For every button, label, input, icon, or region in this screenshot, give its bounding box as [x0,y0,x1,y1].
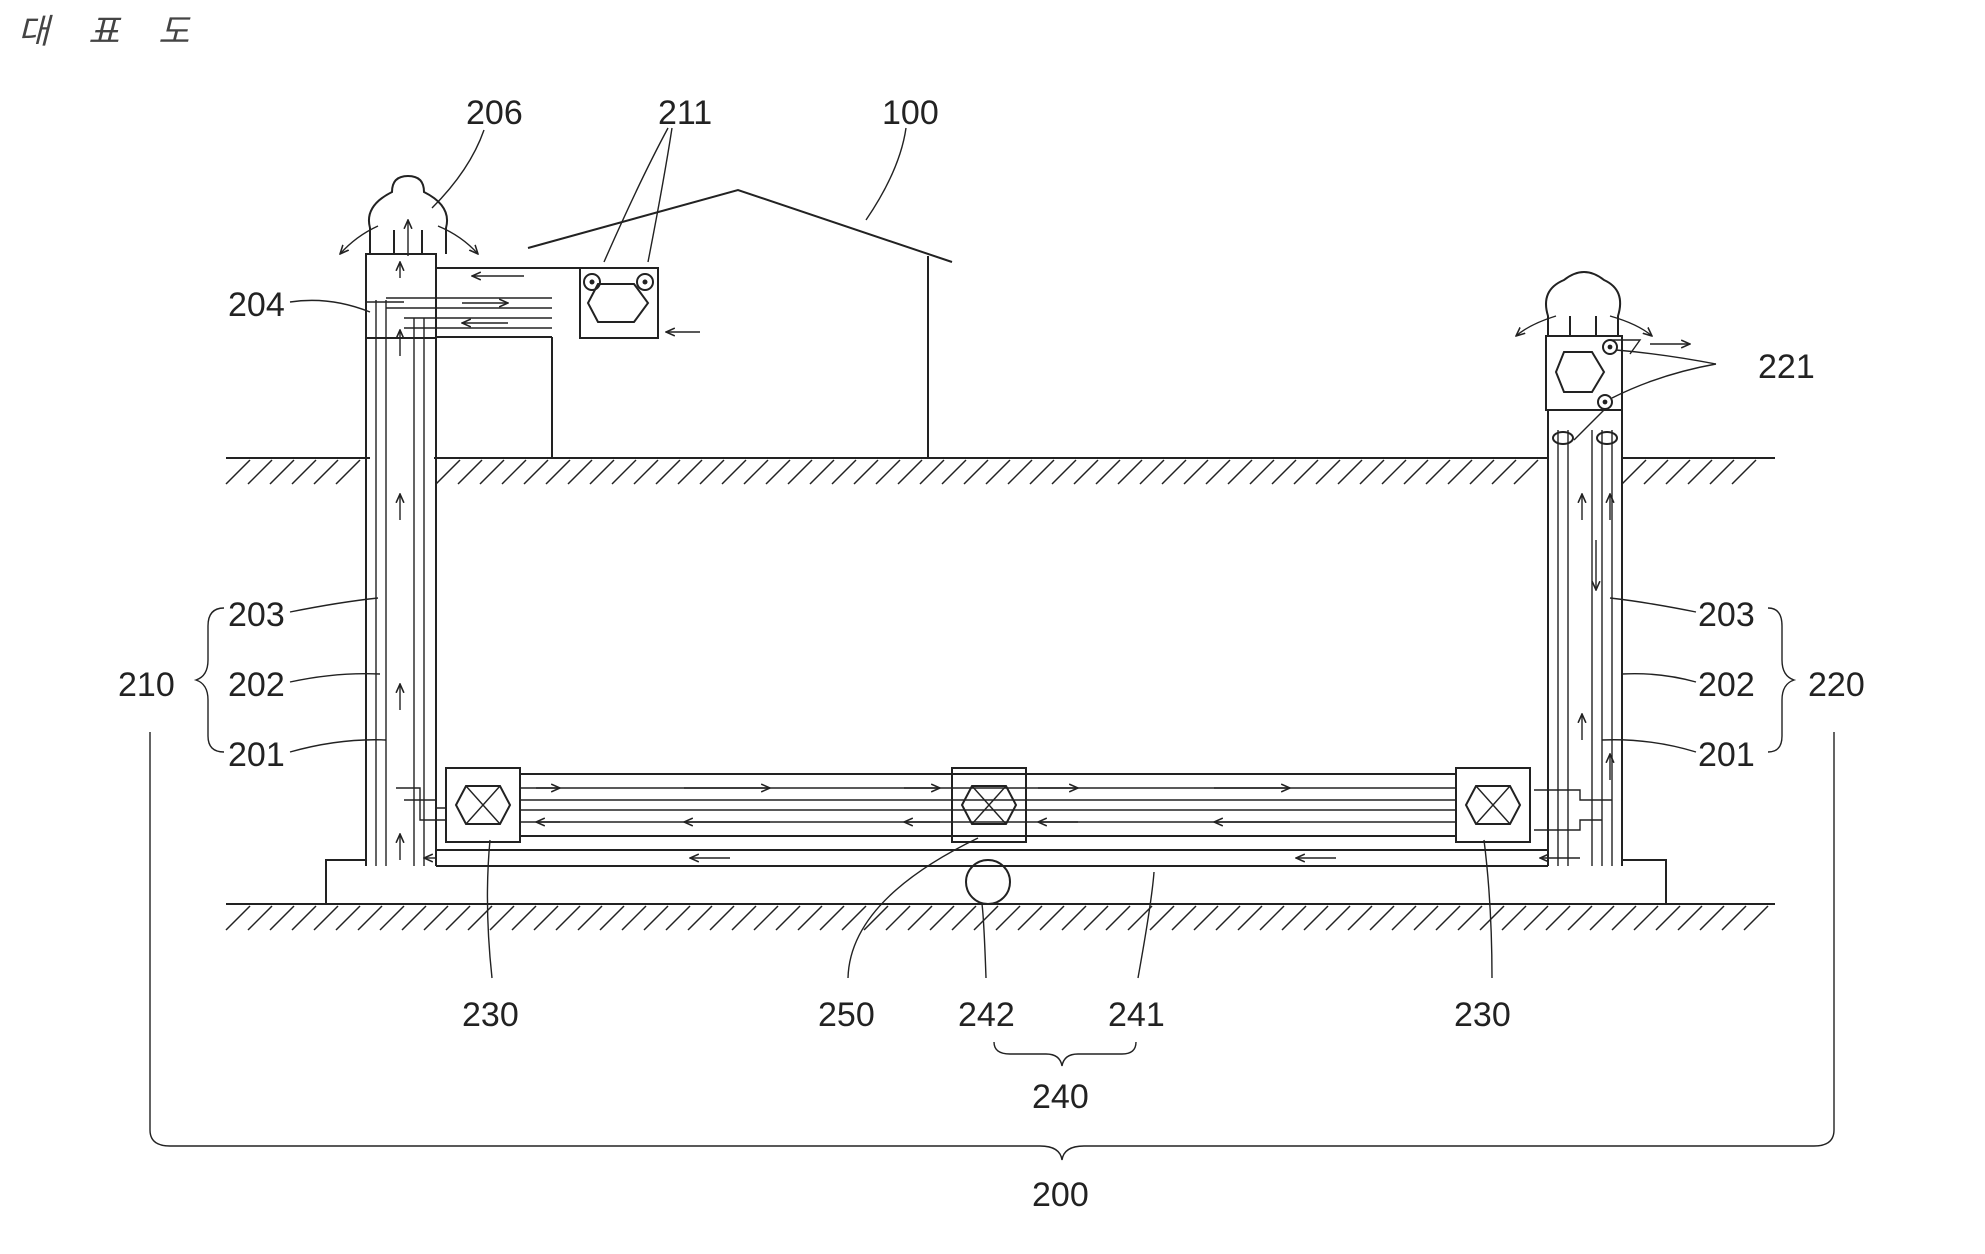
label-201-left: 201 [228,736,285,774]
label-202-right: 202 [1698,666,1755,704]
ground-lower [226,904,1775,930]
left-top-duct [366,254,658,338]
reference-labels: 206 211 100 204 221 203 202 201 210 203 … [118,94,1865,1214]
label-220: 220 [1808,666,1865,704]
label-221: 221 [1758,348,1815,386]
label-200: 200 [1032,1176,1089,1214]
label-240: 240 [1032,1078,1089,1116]
left-exhaust-cap [340,176,478,256]
label-201-right: 201 [1698,736,1755,774]
flow-arrows [400,262,1610,860]
label-203-left: 203 [228,596,285,634]
label-242: 242 [958,996,1015,1034]
label-241: 241 [1108,996,1165,1034]
label-206: 206 [466,94,523,132]
label-203-right: 203 [1698,596,1755,634]
heat-exchanger-right [1456,768,1530,842]
heat-exchanger-left [446,768,520,842]
house [528,190,952,458]
label-230-right: 230 [1454,996,1511,1034]
label-230-left: 230 [462,996,519,1034]
ground-upper [226,458,1775,484]
heat-exchanger-center [952,768,1026,842]
label-250: 250 [818,996,875,1034]
label-211: 211 [658,94,712,132]
label-202-left: 202 [228,666,285,704]
label-100: 100 [882,94,939,132]
label-210: 210 [118,666,175,704]
label-204: 204 [228,286,285,324]
